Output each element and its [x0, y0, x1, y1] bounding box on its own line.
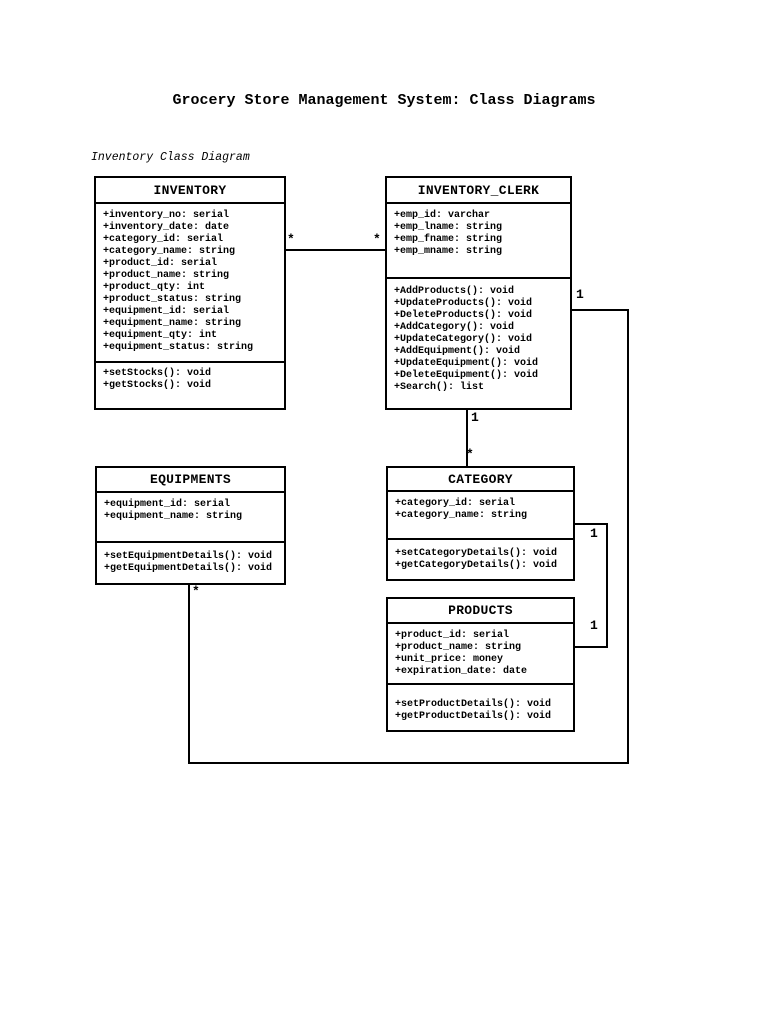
- multiplicity-label: *: [466, 447, 474, 462]
- multiplicity-label: 1: [590, 526, 598, 541]
- class-attribute: +expiration_date: date: [395, 666, 528, 677]
- class-attribute: +inventory_no: serial: [103, 210, 230, 221]
- class-box-category: CATEGORY +category_id: serial +category_…: [386, 466, 575, 581]
- relationship-line-category-products: [606, 523, 608, 648]
- class-attribute: +product_name: string: [103, 270, 230, 281]
- class-attribute: +equipment_name: string: [104, 511, 243, 522]
- class-attribute: +equipment_id: serial: [103, 306, 230, 317]
- relationship-line-category-products: [575, 523, 608, 525]
- relationship-line-category-products: [575, 646, 608, 648]
- class-title: INVENTORY_CLERK: [387, 178, 570, 204]
- class-method: +setCategoryDetails(): void: [395, 548, 558, 559]
- class-attribute: +product_id: serial: [395, 630, 510, 641]
- class-attribute: +product_name: string: [395, 642, 522, 653]
- class-attributes-section: +inventory_no: serial +inventory_date: d…: [96, 204, 284, 363]
- class-attribute: +product_id: serial: [103, 258, 218, 269]
- class-title: EQUIPMENTS: [97, 468, 284, 493]
- class-attribute: +emp_id: varchar: [394, 210, 491, 221]
- class-method: +UpdateProducts(): void: [394, 298, 533, 309]
- class-attribute: +inventory_date: date: [103, 222, 230, 233]
- class-method: +setProductDetails(): void: [395, 699, 552, 710]
- class-method: +AddCategory(): void: [394, 322, 515, 333]
- class-attributes-section: +equipment_id: serial +equipment_name: s…: [97, 493, 284, 543]
- class-method: +setStocks(): void: [103, 368, 212, 379]
- relationship-line-clerk-equipments: [188, 585, 190, 764]
- class-attribute: +emp_fname: string: [394, 234, 503, 245]
- class-method: +UpdateEquipment(): void: [394, 358, 539, 369]
- multiplicity-label: *: [373, 232, 381, 247]
- class-attribute: +equipment_qty: int: [103, 330, 218, 341]
- class-attribute: +product_qty: int: [103, 282, 206, 293]
- class-methods-section: +setProductDetails(): void +getProductDe…: [388, 685, 573, 730]
- class-attribute: +category_id: serial: [395, 498, 516, 509]
- relationship-line-inventory-clerk: [286, 249, 385, 251]
- relationship-line-clerk-equipments: [188, 762, 629, 764]
- class-method: +getEquipmentDetails(): void: [104, 563, 273, 574]
- class-methods-section: +setCategoryDetails(): void +getCategory…: [388, 540, 573, 579]
- class-methods-section: +setStocks(): void +getStocks(): void: [96, 363, 284, 408]
- class-box-inventory: INVENTORY +inventory_no: serial +invento…: [94, 176, 286, 410]
- class-attribute: +category_id: serial: [103, 234, 224, 245]
- class-method: +DeleteProducts(): void: [394, 310, 533, 321]
- class-attribute: +equipment_status: string: [103, 342, 254, 353]
- class-method: +getProductDetails(): void: [395, 711, 552, 722]
- multiplicity-label: 1: [590, 618, 598, 633]
- class-methods-section: +setEquipmentDetails(): void +getEquipme…: [97, 543, 284, 583]
- class-methods-section: +AddProducts(): void +UpdateProducts(): …: [387, 279, 570, 408]
- class-title: PRODUCTS: [388, 599, 573, 624]
- multiplicity-label: 1: [576, 287, 584, 302]
- class-attribute: +equipment_id: serial: [104, 499, 231, 510]
- relationship-line-clerk-equipments: [572, 309, 629, 311]
- class-attribute: +unit_price: money: [395, 654, 504, 665]
- class-attributes-section: +product_id: serial +product_name: strin…: [388, 624, 573, 685]
- class-attribute: +equipment_name: string: [103, 318, 242, 329]
- class-box-products: PRODUCTS +product_id: serial +product_na…: [386, 597, 575, 732]
- class-attributes-section: +emp_id: varchar +emp_lname: string +emp…: [387, 204, 570, 279]
- class-method: +Search(): list: [394, 382, 485, 393]
- class-method: +DeleteEquipment(): void: [394, 370, 539, 381]
- class-method: +getCategoryDetails(): void: [395, 560, 558, 571]
- class-method: +getStocks(): void: [103, 380, 212, 391]
- multiplicity-label: *: [287, 232, 295, 247]
- class-title: CATEGORY: [388, 468, 573, 492]
- relationship-line-clerk-category: [466, 410, 468, 466]
- class-method: +AddProducts(): void: [394, 286, 515, 297]
- class-attribute: +emp_mname: string: [394, 246, 503, 257]
- class-method: +setEquipmentDetails(): void: [104, 551, 273, 562]
- class-attribute: +emp_lname: string: [394, 222, 503, 233]
- class-attributes-section: +category_id: serial +category_name: str…: [388, 492, 573, 540]
- class-box-inventory-clerk: INVENTORY_CLERK +emp_id: varchar +emp_ln…: [385, 176, 572, 410]
- page-title: Grocery Store Management System: Class D…: [172, 92, 596, 109]
- class-attribute: +category_name: string: [395, 510, 528, 521]
- relationship-line-clerk-equipments: [627, 309, 629, 764]
- class-box-equipments: EQUIPMENTS +equipment_id: serial +equipm…: [95, 466, 286, 585]
- diagram-subtitle: Inventory Class Diagram: [91, 151, 250, 164]
- class-attribute: +product_status: string: [103, 294, 242, 305]
- class-attribute: +category_name: string: [103, 246, 236, 257]
- class-method: +UpdateCategory(): void: [394, 334, 533, 345]
- class-method: +AddEquipment(): void: [394, 346, 521, 357]
- class-title: INVENTORY: [96, 178, 284, 204]
- multiplicity-label: *: [192, 584, 200, 599]
- multiplicity-label: 1: [471, 410, 479, 425]
